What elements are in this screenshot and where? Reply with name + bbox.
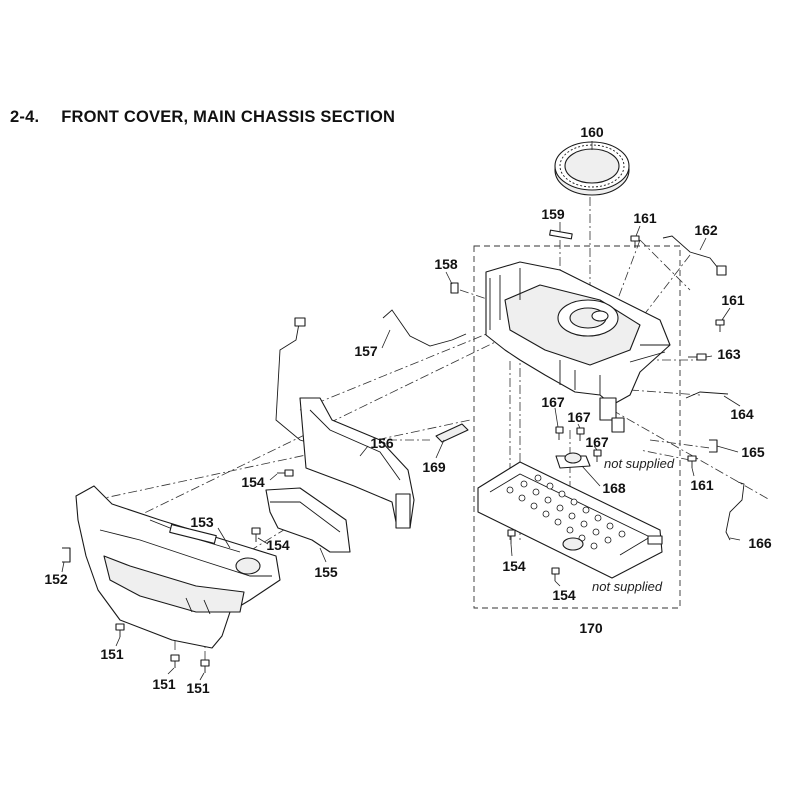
part-157-bracket [382,309,467,347]
section-title: FRONT COVER, MAIN CHASSIS SECTION [61,108,396,126]
callout-154-plate-a: 154 [502,558,526,574]
callout-161-lower: 161 [690,477,714,493]
callout-163: 163 [717,346,741,362]
part-168-bracket [555,452,591,469]
screw-161-top [630,235,640,248]
part-152-clip [62,547,71,563]
main-chassis [485,261,671,433]
callout-153: 153 [190,514,214,530]
callout-161-top: 161 [633,210,657,226]
callout-170: 170 [579,620,603,636]
screw-151-c [200,659,210,673]
callout-169: 169 [422,459,446,475]
callout-166: 166 [748,535,772,551]
callout-154-plate-b: 154 [552,587,576,603]
callout-152: 152 [44,571,68,587]
callout-155: 155 [314,564,338,580]
note-not-supplied-lower: not supplied [592,579,663,594]
screw-161-lower [687,455,697,468]
part-156-frame [275,317,415,529]
callout-167-a: 167 [541,394,565,410]
callout-154-chassis: 154 [241,474,265,490]
screw-167-a [555,426,564,440]
part-166-lever [725,481,745,541]
callout-154-cover: 154 [266,537,290,553]
callout-151-a: 151 [100,646,124,662]
callout-167-c: 167 [585,434,609,450]
part-155-shield [265,487,351,553]
screw-167-b [576,427,585,441]
screw-167-c [593,449,602,462]
section-number: 2-4. [10,108,40,126]
part-169-pad [435,423,469,443]
callout-165: 165 [741,444,765,460]
part-153-front-cover [75,485,281,649]
callout-162: 162 [694,222,718,238]
callout-159: 159 [541,206,565,222]
callout-160: 160 [580,124,604,140]
callout-164: 164 [730,406,754,422]
screw-151-a [115,623,125,637]
callout-161-right: 161 [721,292,745,308]
main-plate [477,461,663,579]
leader-lines [61,141,741,681]
assembly-170-boundary [473,245,681,609]
screw-163 [688,353,707,361]
screw-154-chassis [277,469,294,477]
part-162-connector [716,265,727,276]
part-164-rod [685,391,729,399]
screw-151-b [170,654,180,668]
note-not-supplied-upper: not supplied [604,456,675,471]
part-159-shaft [549,229,573,240]
callout-151-c: 151 [186,680,210,696]
callout-156: 156 [370,435,394,451]
part-162-spring [662,235,725,273]
screw-154-plate-a [507,529,516,544]
callout-labels: 160 159 161 162 158 157 161 163 164 165 … [44,124,772,696]
part-155-fold [270,501,341,533]
callout-167-b: 167 [567,409,591,425]
screw-161-right [715,319,725,332]
callout-168: 168 [602,480,626,496]
callout-151-b: 151 [152,676,176,692]
section-heading: 2-4. FRONT COVER, MAIN CHASSIS SECTION [10,108,395,127]
part-165-clip [709,439,718,453]
callout-158: 158 [434,256,458,272]
callout-157: 157 [354,343,378,359]
screw-154-plate-b [551,567,560,581]
part-158-clip [450,282,459,294]
screw-154-cover [251,527,261,542]
